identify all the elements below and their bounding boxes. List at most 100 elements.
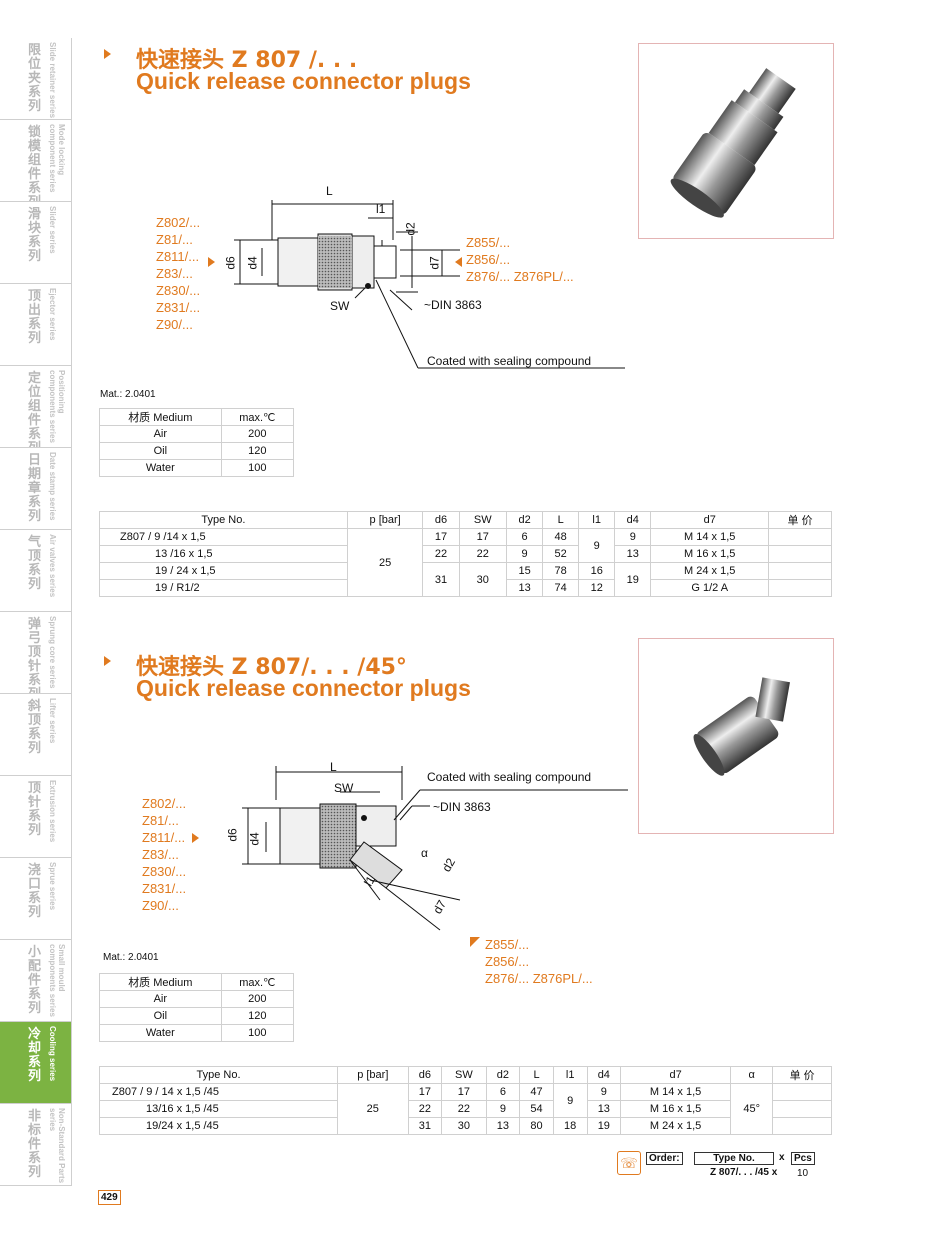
model-label: Z855/... <box>485 937 530 952</box>
model-label: Z876/... Z876PL/... <box>466 269 574 284</box>
dim-d6: d6 <box>225 828 240 842</box>
section2-title-cn: 快速接头 Z 807/. . . /45° <box>136 655 407 680</box>
dim-d4: d4 <box>247 832 262 846</box>
dim-L: L <box>330 760 337 774</box>
table-cell: 48 <box>542 528 580 546</box>
table-cell: 120 <box>220 442 295 460</box>
table-cell: 78 <box>542 562 580 580</box>
technical-drawing-1 <box>234 200 625 369</box>
table-cell: 22 <box>422 545 460 563</box>
column-header: 单 价 <box>768 511 832 529</box>
table-cell: 120 <box>220 1007 295 1025</box>
table-cell: 47 <box>519 1083 554 1101</box>
dim-alpha: α <box>421 846 428 860</box>
dim-SW: SW <box>330 299 350 313</box>
section-arrow-icon <box>104 656 111 666</box>
table-cell: 9 <box>614 528 652 546</box>
column-header: SW <box>458 511 508 529</box>
left-arrow-icon <box>208 257 215 267</box>
sidebar-item-label: 小配件系列 <box>28 945 42 1016</box>
sidebar-item-label: 限位夹系列 <box>28 43 42 114</box>
sidebar-item-label: 非标件系列 <box>28 1109 42 1180</box>
table-cell: 52 <box>542 545 580 563</box>
sidebar-item[interactable]: 小配件系列 Small mould components series <box>0 940 72 1022</box>
table-cell: 45° <box>730 1083 774 1135</box>
table-cell: 13 <box>614 545 652 563</box>
sidebar-item-label: 顶针系列 <box>28 781 42 838</box>
section1-right-labels: Z855/...Z856/...Z876/... Z876PL/... <box>466 234 574 285</box>
sidebar-item-label: 弹弓顶针系列 <box>28 617 42 694</box>
column-header: α <box>730 1066 774 1084</box>
model-label: Z830/... <box>142 864 187 879</box>
dim-din: ~DIN 3863 <box>433 800 491 814</box>
table-cell: 17 <box>407 1083 443 1101</box>
sidebar-item[interactable]: 定位组件系列Positioning components series <box>0 366 72 448</box>
section2-left-labels: Z802/...Z81/...Z811/...Z83/...Z830/...Z8… <box>142 795 186 914</box>
phone-icon: ☏ <box>617 1151 641 1175</box>
table-cell: 17 <box>458 528 508 546</box>
material-label: Mat.: 2.0401 <box>100 389 156 400</box>
order-type-label: Type No. <box>694 1152 774 1165</box>
sidebar-item[interactable]: 非标件系列 Non-Standard Parts series <box>0 1104 72 1186</box>
sidebar-item-sublabel: Sprue series <box>48 862 57 911</box>
price-cell <box>768 562 832 580</box>
sidebar-item[interactable]: 顶针系列 Extrusion series <box>0 776 72 858</box>
price-cell <box>768 528 832 546</box>
sidebar-item-sublabel: Non-Standard Parts series <box>48 1108 66 1184</box>
page-number: 429 <box>98 1190 121 1205</box>
table-cell: 17 <box>441 1083 487 1101</box>
table-cell: M 24 x 1,5 <box>620 1117 732 1135</box>
order-qty: 10 <box>797 1168 809 1179</box>
sidebar-item[interactable]: 锁模组件系列Mode locking component series <box>0 120 72 202</box>
column-header: d4 <box>614 511 652 529</box>
table-cell: 22 <box>407 1100 443 1118</box>
column-header: d4 <box>586 1066 622 1084</box>
sidebar-item-sublabel: Small mould components series <box>48 944 66 1017</box>
price-cell <box>768 545 832 563</box>
sidebar-item[interactable]: 弹弓顶针系列Sprung core series <box>0 612 72 694</box>
table-cell: 9 <box>506 545 544 563</box>
sidebar-item-sublabel: Mode locking component series <box>48 124 66 193</box>
table-cell: 19 / 24 x 1,5 <box>99 562 348 580</box>
sidebar-item-label: 顶出系列 <box>28 289 42 346</box>
sidebar-item-label: 气顶系列 <box>28 535 42 592</box>
section1-left-labels: Z802/...Z81/...Z811/...Z83/...Z830/...Z8… <box>156 214 200 333</box>
table-cell: 13 /16 x 1,5 <box>99 545 348 563</box>
dim-din: ~DIN 3863 <box>424 298 482 312</box>
column-header: Type No. <box>99 511 348 529</box>
sidebar-item-sublabel: Extrusion series <box>48 780 57 843</box>
model-label: Z83/... <box>142 847 179 862</box>
sidebar-item-sublabel: Slider series <box>48 206 57 254</box>
model-label: Z856/... <box>466 252 511 267</box>
dim-L: L <box>326 184 333 198</box>
table-cell: 80 <box>519 1117 554 1135</box>
column-header: 单 价 <box>772 1066 832 1084</box>
table-cell: 19 <box>614 562 652 597</box>
table-cell: M 14 x 1,5 <box>620 1083 732 1101</box>
left-arrow-icon <box>192 833 199 843</box>
table-cell: M 14 x 1,5 <box>650 528 770 546</box>
order-x: x <box>779 1152 785 1163</box>
column-header: d2 <box>506 511 544 529</box>
dim-d7: d7 <box>427 256 442 270</box>
table-cell: M 16 x 1,5 <box>650 545 770 563</box>
model-label: Z83/... <box>156 266 193 281</box>
